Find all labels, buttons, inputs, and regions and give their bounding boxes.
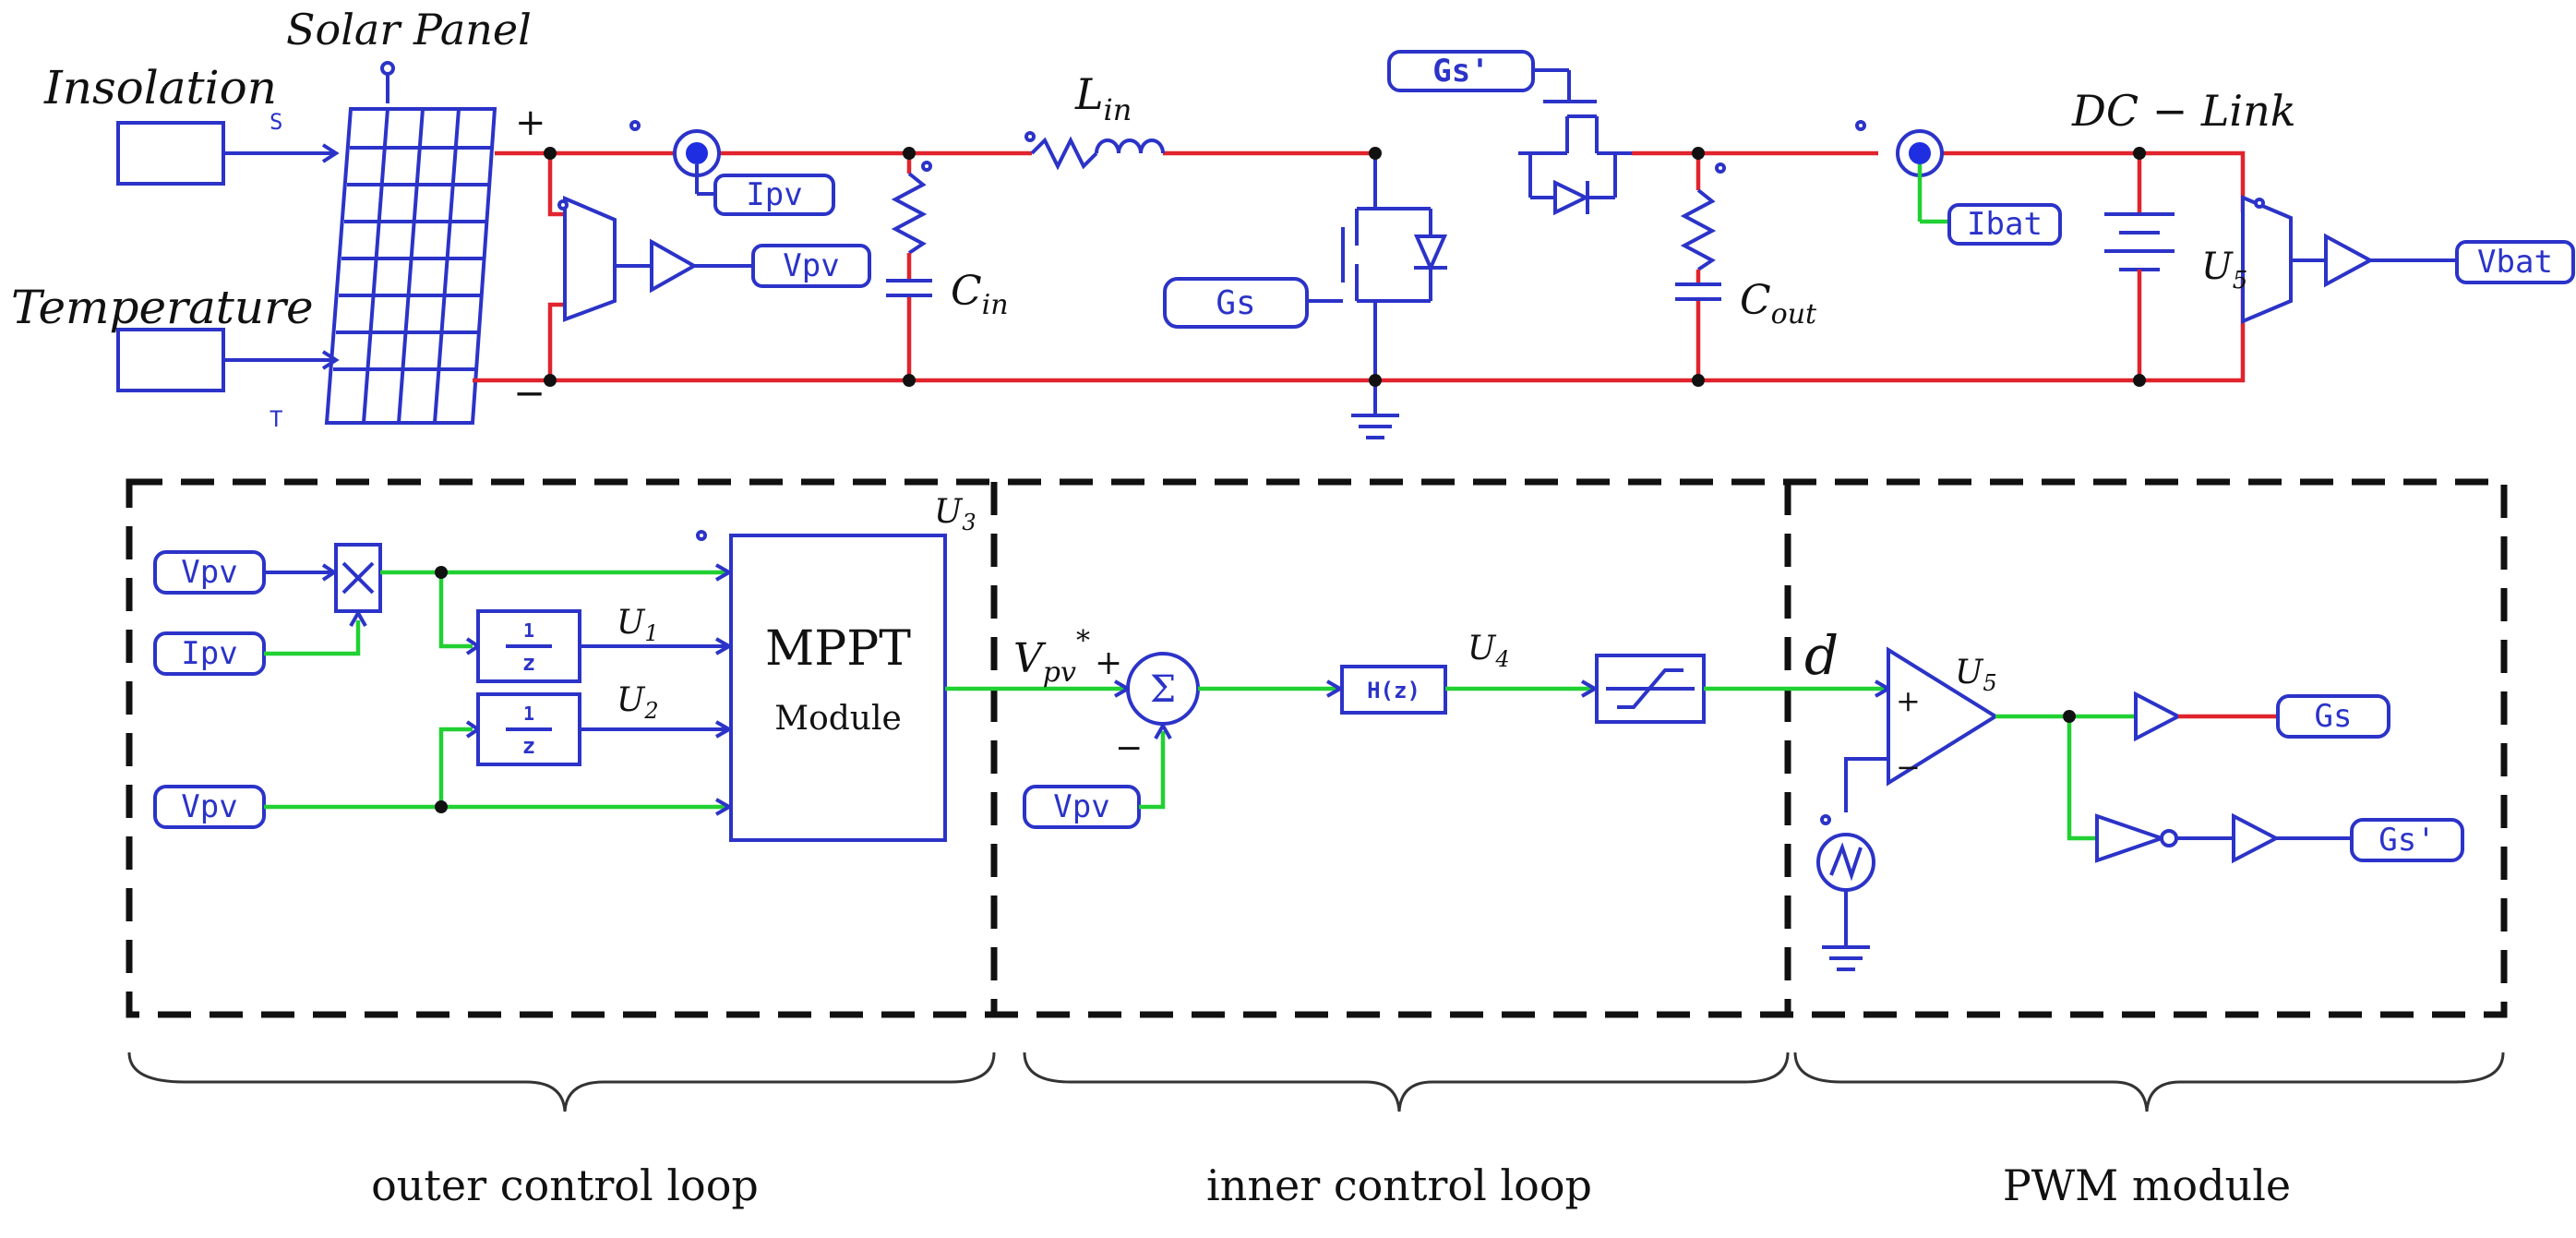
gs-prime-buffer: [2232, 812, 2281, 864]
solar-panel-label: Solar Panel: [286, 5, 532, 54]
input-capacitor-cin: [886, 153, 932, 380]
cout-label: Cout: [1740, 277, 1817, 331]
insolation-input-block: [116, 121, 225, 186]
mppt-subtitle: Module: [774, 700, 902, 738]
vpv-top-input-label: Vpv: [181, 554, 237, 591]
u3-label: U3: [934, 493, 976, 535]
vpv-bottom-input-label: Vpv: [181, 788, 237, 825]
high-side-mosfet: [1518, 68, 1632, 216]
pv-minus-label: −: [513, 370, 545, 415]
control-outer-frame: [126, 478, 2508, 1018]
vbat-probe-label: Vbat: [2477, 244, 2553, 281]
inner-loop-brace: [1023, 1052, 1790, 1112]
gs-output-tag: [2276, 694, 2390, 739]
output-capacitor-cout: [1675, 153, 1726, 380]
ipv-input-label: Ipv: [181, 635, 237, 672]
control-section: Vpv Ipv Vpv 1 z U1: [126, 478, 2508, 1210]
vbat-voltage-sensor: [2241, 194, 2457, 325]
ipv-current-probe: [629, 120, 721, 196]
u4-label: U4: [1468, 630, 1510, 672]
insolation-label: Insolation: [43, 61, 277, 114]
sum-icon: Σ: [1150, 668, 1176, 711]
delay1-den: z: [522, 650, 535, 676]
inner-loop-section-label: inner control loop: [1206, 1160, 1592, 1210]
outer-control-loop: Vpv Ipv Vpv 1 z U1: [153, 493, 976, 842]
inverter: [2095, 813, 2168, 863]
comparator-plus: +: [1896, 683, 1921, 718]
vpv-ref-label: Vpv*: [1013, 625, 1090, 689]
u2-label: U2: [617, 681, 659, 724]
inductor-lin: [1024, 131, 1165, 171]
power-stage: Insolation Temperature S T Solar Panel +…: [11, 5, 2575, 439]
ibat-probe-tag: [1947, 203, 2062, 246]
sum-plus-label: +: [1095, 644, 1122, 682]
vpv-feedback-label: Vpv: [1053, 788, 1109, 825]
vpv-voltage-sensor: [547, 153, 753, 380]
pv-plus-label: +: [515, 102, 546, 144]
pwm-module: d + − U5 Gs: [1804, 624, 2464, 971]
mppt-title: MPPT: [765, 621, 911, 677]
vbat-probe-tag: [2455, 240, 2575, 284]
temperature-input-block: [116, 328, 225, 392]
duty-cycle-label: d: [1804, 624, 1839, 687]
solar-panel-icon: [324, 61, 497, 425]
comparator: [1887, 646, 1999, 787]
gs-prime-output-tag: [2350, 818, 2464, 862]
mppt-module-block: [729, 534, 947, 842]
delay2-num: 1: [523, 703, 534, 725]
gs-prime-gate-tag: [1387, 50, 1535, 92]
ipv-probe-tag: [713, 174, 835, 216]
gs-prime-output-label: Gs': [2378, 822, 2435, 859]
vpv-probe-label: Vpv: [783, 247, 839, 284]
dc-link-battery: [2104, 153, 2175, 380]
gs-prime-gate-label: Gs': [1432, 53, 1489, 90]
temperature-port-label: T: [270, 406, 282, 432]
outer-loop-section-label: outer control loop: [371, 1160, 759, 1210]
gs-gate-label: Gs: [1216, 284, 1255, 322]
inner-control-loop: Vpv* + − Σ Vpv H(z) U4: [945, 625, 1893, 829]
controller-hz-block: [1340, 665, 1447, 715]
ibat-probe-label: Ibat: [1967, 206, 2043, 243]
comparator-minus: −: [1896, 750, 1921, 785]
outer-loop-brace: [127, 1052, 996, 1112]
u5-comparator-label: U5: [1955, 654, 1997, 696]
controller-hz-label: H(z): [1367, 678, 1420, 703]
ipv-probe-label: Ipv: [746, 176, 802, 213]
gs-buffer: [2134, 691, 2183, 742]
sawtooth-icon: [1829, 842, 1863, 882]
saturation-icon: [1606, 668, 1695, 709]
u1-label: U1: [617, 604, 659, 646]
u5-sensor-label: U5: [2201, 246, 2247, 294]
ibat-current-probe: [1855, 120, 1949, 224]
pwm-module-section-label: PWM module: [2003, 1160, 2291, 1210]
vpv-probe-tag: [751, 244, 871, 288]
pwm-module-brace: [1793, 1052, 2505, 1112]
delay2-den: z: [522, 733, 535, 759]
delay1-num: 1: [523, 619, 534, 642]
sum-minus-label: −: [1115, 729, 1143, 767]
cin-label: Cin: [951, 268, 1009, 321]
gs-output-label: Gs: [2315, 698, 2353, 735]
dc-link-label: DC − Link: [2071, 86, 2296, 136]
lin-label: Lin: [1074, 69, 1132, 127]
temperature-label: Temperature: [11, 281, 314, 334]
insolation-port-label: S: [270, 109, 282, 135]
low-side-mosfet: [1306, 153, 1448, 439]
gs-gate-tag: [1163, 277, 1309, 329]
